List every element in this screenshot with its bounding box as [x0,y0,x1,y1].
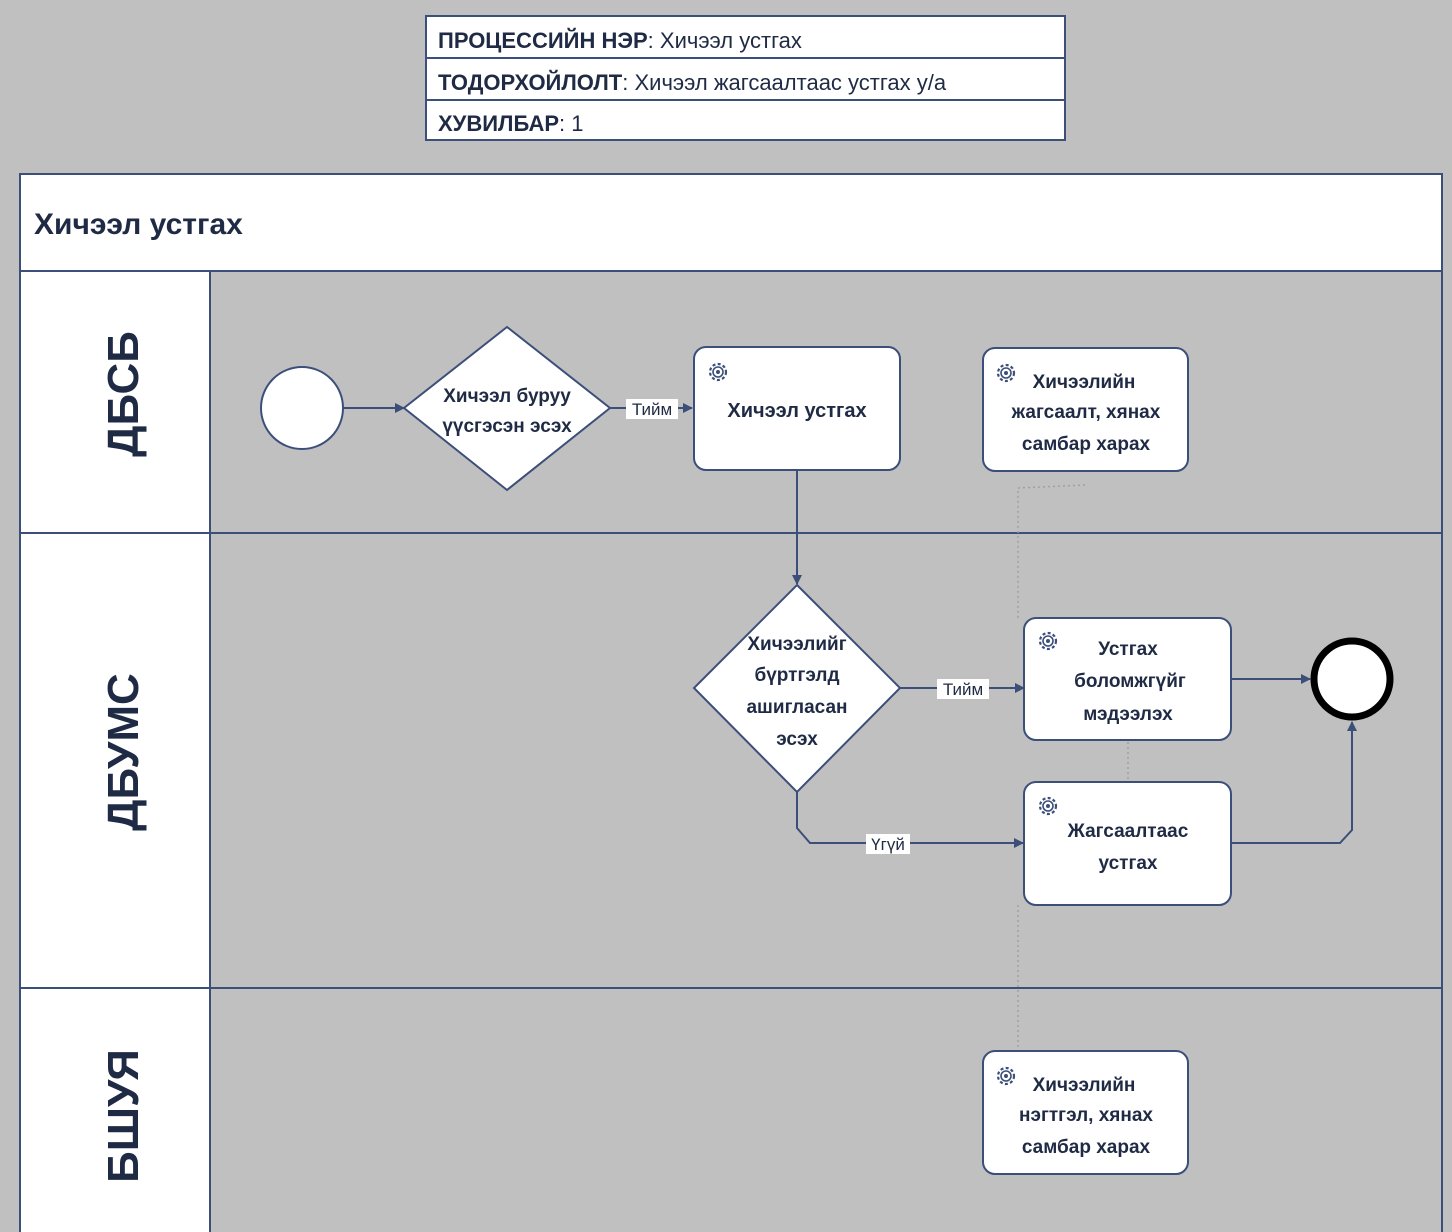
start-event[interactable] [260,366,344,450]
flow-gateway2-no [796,792,1024,848]
lane-label-bshuya: БШУЯ [99,1049,148,1183]
task-view-summary[interactable]: Хичээлийн нэгтгэл, хянах самбар харах [982,1050,1189,1175]
task-view-list[interactable]: Хичээлийн жагсаалт, хянах самбар харах [982,347,1189,472]
end-event[interactable] [1310,637,1394,721]
task-notify-cannot-delete[interactable]: Устгах боломжгүйг мэдээлэх [1023,617,1232,741]
pool-title: Хичээл устгах [34,208,243,241]
sequence-flows [343,403,1357,848]
gateway2-line1: Хичээлийг [747,634,846,655]
lane-label-dbsb: ДБСБ [99,331,148,457]
process-info-table: ПРОЦЕССИЙН НЭР: Хичээл устгах ТОДОРХОЙЛО… [425,15,1066,141]
gateway1-line2: үүсгэсэн эсэх [442,416,572,437]
task-view-list-line3: самбар харах [1022,434,1151,455]
task-delete-label: Хичээл устгах [727,400,866,422]
description-row: ТОДОРХОЙЛОЛТ: Хичээл жагсаалтаас устгах … [438,70,947,95]
task-notify-line1: Устгах [1098,639,1158,660]
task-view-list-line1: Хичээлийн [1033,372,1136,393]
pool: Хичээл устгах ДБСБ ДБУМС БШУЯ [19,173,1443,1232]
task-view-summary-line1: Хичээлийн [1033,1075,1136,1096]
task-notify-line2: боломжгүйг [1074,671,1186,692]
gateway-used-in-registration[interactable]: Хичээлийг бүртгэлд ашигласан эсэх [692,583,902,794]
task-remove-line1: Жагсаалтаас [1067,821,1189,842]
task-view-summary-line2: нэгтгэл, хянах [1019,1105,1153,1126]
edge-label-no2: Үгүй [871,835,905,854]
process-name-row: ПРОЦЕССИЙН НЭР: Хичээл устгах [438,28,802,53]
edge-labels: Тийм Тийм Үгүй [626,399,989,854]
task-remove-from-list[interactable]: Жагсаалтаас устгах [1023,781,1232,906]
task-remove-line2: устгах [1098,853,1157,874]
task-view-summary-line3: самбар харах [1022,1137,1151,1158]
gateway-wrong-created[interactable]: Хичээл буруу үүсгэсэн эсэх [402,325,612,492]
lane-label-dbums: ДБУМС [99,673,148,831]
task-delete-lesson[interactable]: Хичээл устгах [693,346,901,471]
edge-label-yes2: Тийм [943,680,983,699]
gateway1-line1: Хичээл буруу [443,386,571,407]
gateway2-line2: бүртгэлд [754,665,839,686]
gateway2-line3: ашигласан [746,697,847,718]
association-lines [1017,484,1129,1050]
gateway2-line4: эсэх [776,729,818,750]
version-row: ХУВИЛБАР: 1 [438,111,584,136]
flow-remove-to-end [1231,721,1357,844]
task-notify-line3: мэдээлэх [1083,704,1173,725]
task-view-list-line2: жагсаалт, хянах [1011,402,1161,423]
edge-label-yes1: Тийм [632,400,672,419]
